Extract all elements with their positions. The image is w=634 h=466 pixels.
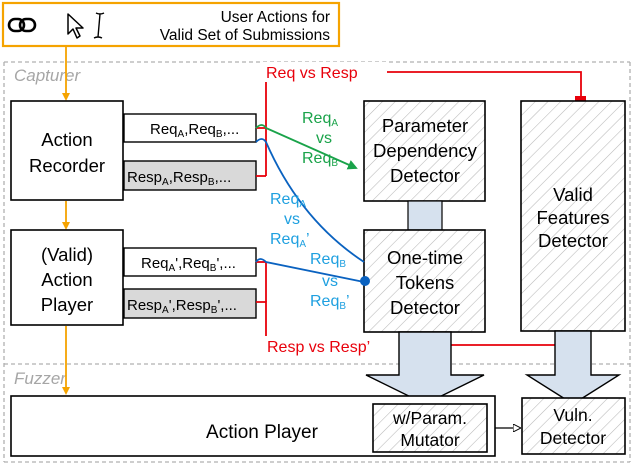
valid-action-player-line3: Player — [41, 294, 93, 315]
svg-text:RespA,RespB,...: RespA,RespB,... — [127, 169, 231, 188]
resp-tag-b-sub: B — [208, 177, 215, 188]
parameter-detector-line3: Detector — [390, 165, 460, 186]
valid-features-line3: Detector — [538, 230, 608, 251]
req-prime-tag-b-sub: B — [210, 263, 217, 274]
link-icon — [7, 17, 37, 33]
resp-prime-tag: RespA',RespB',... — [123, 288, 257, 319]
req-tag-a-sub: A — [178, 129, 185, 140]
fuzzer-action-player-label: Action Player — [206, 422, 319, 443]
req-prime-tag-a-rest: ',Req — [175, 255, 210, 272]
valid-action-player-box: (Valid) Action Player — [10, 229, 124, 326]
parameter-dependency-detector: Parameter Dependency Detector — [363, 100, 486, 202]
vuln-detector-line2: Detector — [540, 428, 606, 448]
vuln-detector-line1: Vuln. — [553, 405, 592, 425]
svg-text:RespA',RespB',...: RespA',RespB',... — [127, 297, 237, 316]
resp-vs-resp-prime-label: Resp vs Resp’ — [267, 339, 370, 356]
req-vs-resp-label: Req vs Resp — [266, 65, 358, 82]
resp-tag-b: ,Resp — [169, 169, 208, 186]
text-cursor-icon — [93, 12, 105, 39]
req-vs-resp-label-bg — [263, 62, 387, 82]
resp-prime-tag-a-sub: A — [162, 305, 169, 316]
vuln-detector-box: Vuln. Detector — [521, 397, 626, 455]
mutator-line1: w/Param. — [392, 408, 467, 428]
svg-text:ReqA,ReqB,...: ReqA,ReqB,... — [150, 121, 239, 140]
onetime-tokens-detector: One-time Tokens Detector — [363, 229, 486, 333]
capturer-label: Capturer — [14, 66, 81, 85]
valid-features-line2: Features — [536, 207, 609, 228]
valid-action-player-line1: (Valid) — [41, 244, 93, 265]
parameter-detector-line1: Parameter — [382, 115, 468, 136]
param-mutator-box: w/Param. Mutator — [372, 403, 488, 453]
resp-tag-a-sub: A — [162, 177, 169, 188]
blue-label-a: ReqA vs ReqA’ — [270, 191, 310, 250]
req-tag-b-sub: B — [216, 129, 223, 140]
req-tag-a: Req — [150, 121, 178, 138]
resp-tag: RespA,RespB,... — [123, 160, 257, 191]
user-actions-box: User Actions for Valid Set of Submission… — [1, 1, 341, 48]
resp-prime-tag-a-rest: ',Resp — [169, 297, 211, 314]
block-arrow-to-vuln — [524, 330, 622, 405]
req-tag-rest: ,... — [223, 121, 240, 138]
onetime-detector-line2: Tokens — [396, 272, 455, 293]
blue-label-b: ReqB vs ReqB’ — [310, 251, 350, 312]
action-recorder-line1: Action — [41, 129, 92, 150]
svg-text:ReqA',ReqB',...: ReqA',ReqB',... — [141, 255, 236, 274]
resp-vs-resp-prime-label-bg — [264, 336, 400, 356]
action-recorder-box: Action Recorder — [10, 100, 124, 201]
resp-tag-rest: ,... — [215, 169, 232, 186]
valid-features-detector: Valid Features Detector — [520, 100, 626, 332]
resp-prime-tag-a: Resp — [127, 297, 162, 314]
req-prime-tag: ReqA',ReqB',... — [123, 247, 257, 277]
green-label: ReqA vs ReqB — [302, 110, 342, 169]
mutator-line2: Mutator — [400, 430, 459, 450]
onetime-detector-line1: One-time — [387, 247, 463, 268]
req-tag-b: ,Req — [184, 121, 216, 138]
cursor-icon — [67, 13, 84, 39]
blue-connectors — [255, 138, 370, 286]
block-arrow-to-mutator — [365, 331, 485, 405]
onetime-detector-line3: Detector — [390, 297, 460, 318]
req-tag: ReqA,ReqB,... — [123, 113, 257, 143]
resp-prime-tag-b-sub: B — [211, 305, 218, 316]
green-connector — [255, 124, 358, 170]
resp-prime-tag-rest: ',... — [217, 297, 237, 314]
fuzzer-label: Fuzzer — [14, 369, 67, 388]
parameter-detector-line2: Dependency — [373, 140, 478, 161]
action-recorder-line2: Recorder — [29, 155, 105, 176]
blue-junction-dot — [360, 276, 370, 286]
req-prime-tag-a-sub: A — [169, 263, 176, 274]
user-actions-line2: Valid Set of Submissions — [160, 27, 331, 44]
valid-features-line1: Valid — [553, 184, 593, 205]
resp-tag-a: Resp — [127, 169, 162, 186]
detector-link — [407, 200, 443, 231]
req-prime-tag-rest: ',... — [216, 255, 236, 272]
req-prime-tag-a: Req — [141, 255, 169, 272]
valid-action-player-line2: Action — [41, 269, 92, 290]
user-actions-line1: User Actions for — [221, 9, 330, 26]
